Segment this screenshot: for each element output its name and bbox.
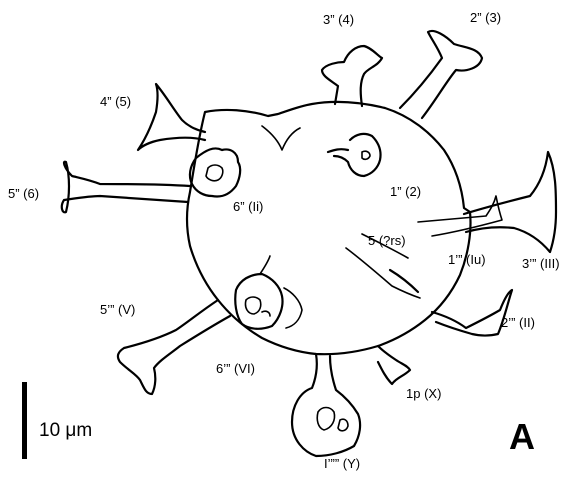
label-4pp: 4” (5) xyxy=(100,94,131,109)
label-5ppp: 5’” (V) xyxy=(100,302,135,317)
scale-bar xyxy=(22,382,27,459)
plate-6pp xyxy=(190,148,240,196)
internal-line-3 xyxy=(390,270,418,292)
process-2ppp xyxy=(432,290,512,336)
plate-6ppp-inner xyxy=(245,297,270,316)
scale-bar-label: 10 μm xyxy=(39,420,92,441)
label-2pp: 2” (3) xyxy=(470,10,501,25)
label-1ppp: 1’” (Iu) xyxy=(448,252,486,267)
label-1pp: 1” (2) xyxy=(390,184,421,199)
process-4pp xyxy=(138,84,205,150)
process-3ppp xyxy=(464,152,556,252)
label-2ppp: 2’” (II) xyxy=(501,315,535,330)
label-1pppp: I’”” (Y) xyxy=(324,456,360,471)
panel-letter: A xyxy=(509,416,535,457)
process-5pp xyxy=(62,162,190,213)
label-5pp: 5” (6) xyxy=(8,186,39,201)
internal-line-2 xyxy=(346,248,420,298)
process-2pp xyxy=(400,31,482,118)
label-3ppp: 3’” (III) xyxy=(522,256,560,271)
label-3pp: 3” (4) xyxy=(323,12,354,27)
process-3pp xyxy=(322,46,382,106)
plate-1pp-inner xyxy=(362,151,370,159)
plate-1pppp-inner xyxy=(317,408,348,431)
body-notch xyxy=(262,126,300,150)
internal-line-1 xyxy=(418,196,502,236)
label-1p: 1p (X) xyxy=(406,386,441,401)
label-6ppp: 6’” (VI) xyxy=(216,361,255,376)
process-1pppp xyxy=(292,354,360,456)
plate-1pp xyxy=(328,134,381,176)
process-1p xyxy=(378,346,410,384)
plate-6pp-inner xyxy=(206,165,223,181)
plate-6ppp xyxy=(235,274,282,329)
label-5rs: 5 (?rs) xyxy=(368,233,406,248)
label-6pp: 6” (Ii) xyxy=(233,199,263,214)
